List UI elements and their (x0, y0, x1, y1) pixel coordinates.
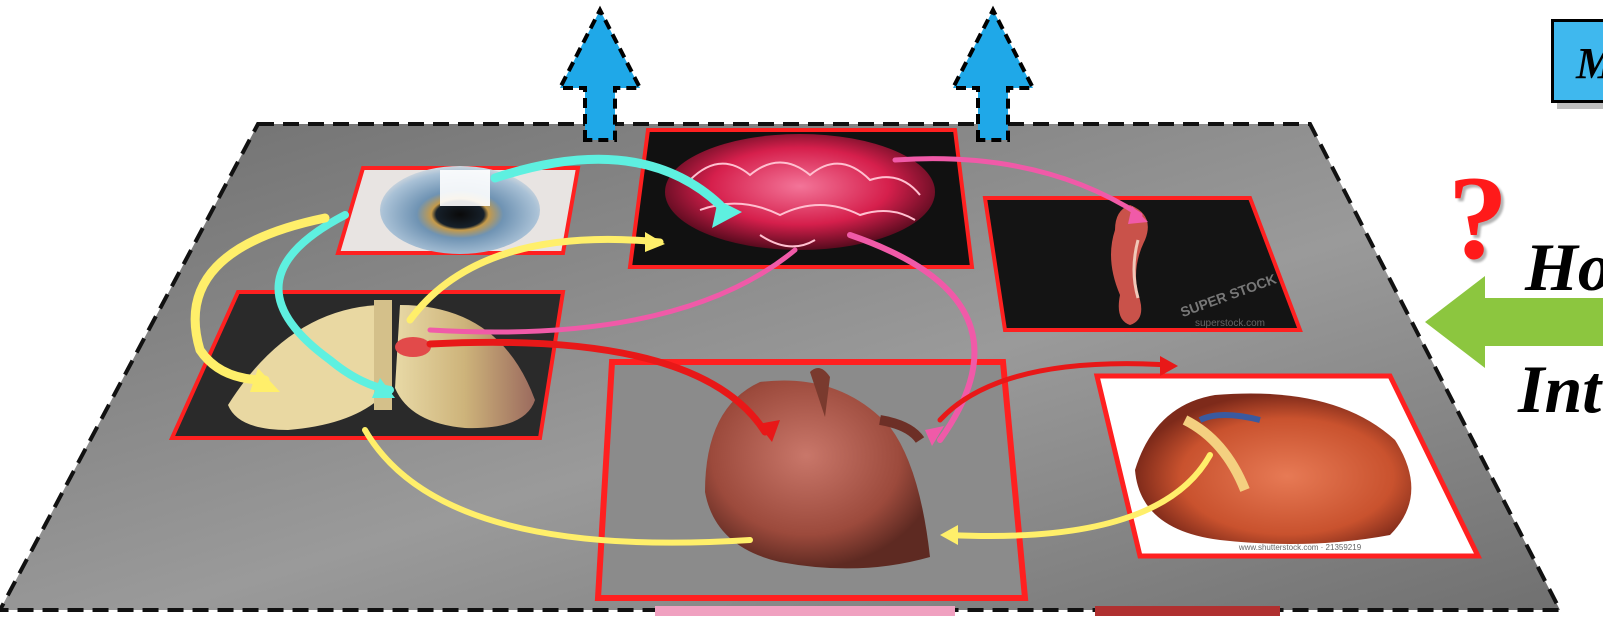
lung-tile (172, 292, 563, 438)
up-arrow-right-icon (953, 10, 1033, 140)
side-text-line-1: Ho (1525, 228, 1603, 307)
bottom-accent-right (1095, 606, 1280, 616)
brain-tile (630, 130, 972, 267)
kidney-watermark: www.shutterstock.com · 21359219 (1238, 543, 1362, 552)
bottom-accent-left (655, 606, 955, 616)
muscle-watermark-url: superstock.com (1195, 318, 1265, 329)
side-text-line-2: Int (1518, 350, 1601, 429)
up-arrow-left-icon (560, 10, 640, 140)
legend-box: M (1551, 19, 1603, 103)
question-mark: ? (1448, 158, 1508, 278)
eye-tile (338, 166, 578, 254)
legend-box-text: M (1576, 38, 1603, 89)
heart-tile (598, 362, 1025, 598)
